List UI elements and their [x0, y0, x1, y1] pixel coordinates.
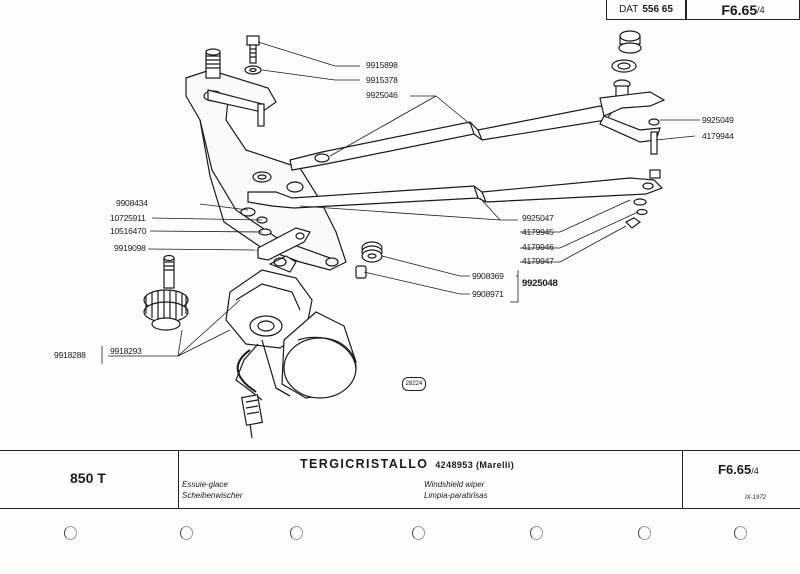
footer-divider-right	[682, 450, 683, 508]
dat-number-box: DAT 556 65	[606, 0, 686, 20]
part-label-10725911: 10725911	[110, 213, 146, 223]
part-label-4179947: 4179947	[522, 256, 554, 266]
title-english: Windshield wiper	[424, 480, 485, 489]
footer-top-rule	[0, 450, 800, 451]
footer-bottom-rule	[0, 508, 800, 509]
vehicle-model: 850 T	[70, 470, 106, 486]
dat-label: DAT	[619, 4, 639, 15]
part-label-9915378: 9915378	[366, 75, 398, 85]
clip-4179947	[624, 217, 642, 229]
part-label-4179945: 4179945	[522, 227, 554, 237]
part-label-9908434: 9908434	[116, 198, 148, 208]
part-title: TERGICRISTALLO 4248953 (Marelli)	[300, 457, 514, 471]
part-label-10516470: 10516470	[110, 226, 147, 236]
washer-4179945	[633, 198, 647, 206]
leader-lines	[101, 41, 700, 364]
bolt-9915898	[246, 35, 260, 64]
wiper-motor	[225, 255, 357, 401]
footer-code: F6.65	[718, 462, 752, 477]
footer-divider-left	[178, 450, 179, 508]
bracket-hole	[286, 181, 304, 193]
mounting-bracket	[185, 69, 347, 271]
crank-arm	[257, 227, 311, 261]
right-pivot-assembly	[599, 30, 666, 155]
part-label-4179946: 4179946	[522, 242, 554, 252]
part-label-9925048: 9925048	[522, 278, 558, 289]
binder-hole	[412, 526, 425, 540]
part-label-9919098: 9919098	[114, 243, 146, 253]
washer-9908434	[240, 207, 256, 217]
figure-number: 28224	[402, 377, 426, 391]
binder-hole	[64, 526, 77, 540]
part-title-sub: 4248953 (Marelli)	[435, 460, 515, 470]
title-spanish: Limpia-parabrisas	[424, 491, 488, 500]
part-label-4179944: 4179944	[702, 131, 734, 141]
binder-hole	[290, 526, 303, 540]
part-label-9925047: 9925047	[522, 213, 554, 223]
wiper-exploded-diagram	[101, 30, 700, 439]
header-code-suffix: /4	[757, 4, 765, 15]
title-german: Scheibenwischer	[182, 491, 243, 500]
binder-hole	[530, 526, 543, 540]
lower-link-rod	[247, 177, 664, 209]
part-label-9908971: 9908971	[472, 289, 504, 299]
issue-date: IX-1972	[745, 495, 767, 501]
part-label-9918288: 9918288	[54, 350, 86, 360]
binder-hole	[180, 526, 193, 540]
part-label-9915898: 9915898	[366, 60, 398, 70]
footer-code-suffix: /4	[751, 466, 759, 476]
spacer-9908971	[355, 265, 367, 279]
part-label-9925049: 9925049	[702, 115, 734, 125]
upper-link-rod	[289, 105, 613, 171]
bracket-hole	[252, 171, 272, 183]
dat-number: 556 65	[642, 4, 673, 15]
header-code: F6.65	[721, 1, 758, 18]
grommet-9908369	[361, 241, 383, 263]
part-label-9908369: 9908369	[472, 271, 504, 281]
washer-9915378	[244, 65, 262, 75]
wiring-harness	[236, 349, 257, 393]
washer-4179946	[636, 208, 648, 216]
part-label-9925046: 9925046	[366, 90, 398, 100]
binder-hole	[734, 526, 747, 540]
connector-plug	[240, 394, 264, 426]
part-label-9918293: 9918293	[110, 346, 142, 356]
footer-page-code: F6.65/4	[718, 462, 759, 477]
title-french: Essuie-glace	[182, 480, 228, 489]
part-title-main: TERGICRISTALLO	[300, 457, 429, 471]
binder-hole	[638, 526, 651, 540]
gear-shaft-9918293	[143, 254, 189, 331]
